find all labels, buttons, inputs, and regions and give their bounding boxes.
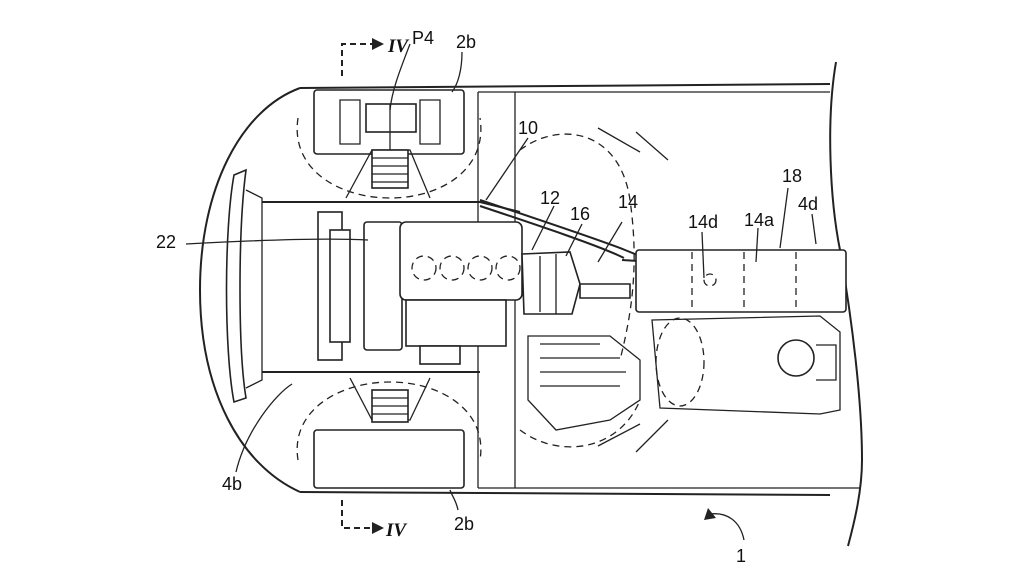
label-wheel-top: 2b [456, 32, 476, 52]
wheel-arches [296, 117, 641, 461]
label-14a: 14a [744, 210, 775, 230]
driver-seat [651, 315, 841, 415]
battery-pack-14 [635, 249, 847, 313]
label-p4: P4 [412, 28, 434, 48]
label-14d: 14d [688, 212, 718, 232]
label-vehicle: 1 [736, 546, 746, 566]
cabin-lines [597, 127, 669, 453]
section-mark-bottom [341, 500, 384, 534]
suspension-bottom [349, 377, 431, 423]
label-18: 18 [782, 166, 802, 186]
passenger-figure [527, 335, 641, 431]
front-wheel-bottom [313, 429, 465, 489]
label-12: 12 [540, 188, 560, 208]
frame-rails [262, 201, 521, 373]
label-10: 10 [518, 118, 538, 138]
label-16: 16 [570, 204, 590, 224]
transmission-16 [521, 251, 631, 315]
section-label-bottom: IV [385, 520, 407, 541]
label-wheel-bottom: 2b [454, 514, 474, 534]
section-label-top: IV [387, 36, 409, 57]
label-14: 14 [618, 192, 638, 212]
leader-lines [185, 43, 817, 541]
suspension-top [345, 149, 431, 199]
engine-block [399, 221, 523, 365]
label-4b: 4b [222, 474, 242, 494]
label-22: 22 [156, 232, 176, 252]
tank-22 [363, 221, 403, 351]
front-bumper [225, 168, 263, 404]
label-4d: 4d [798, 194, 818, 214]
section-mark-top [341, 38, 384, 76]
